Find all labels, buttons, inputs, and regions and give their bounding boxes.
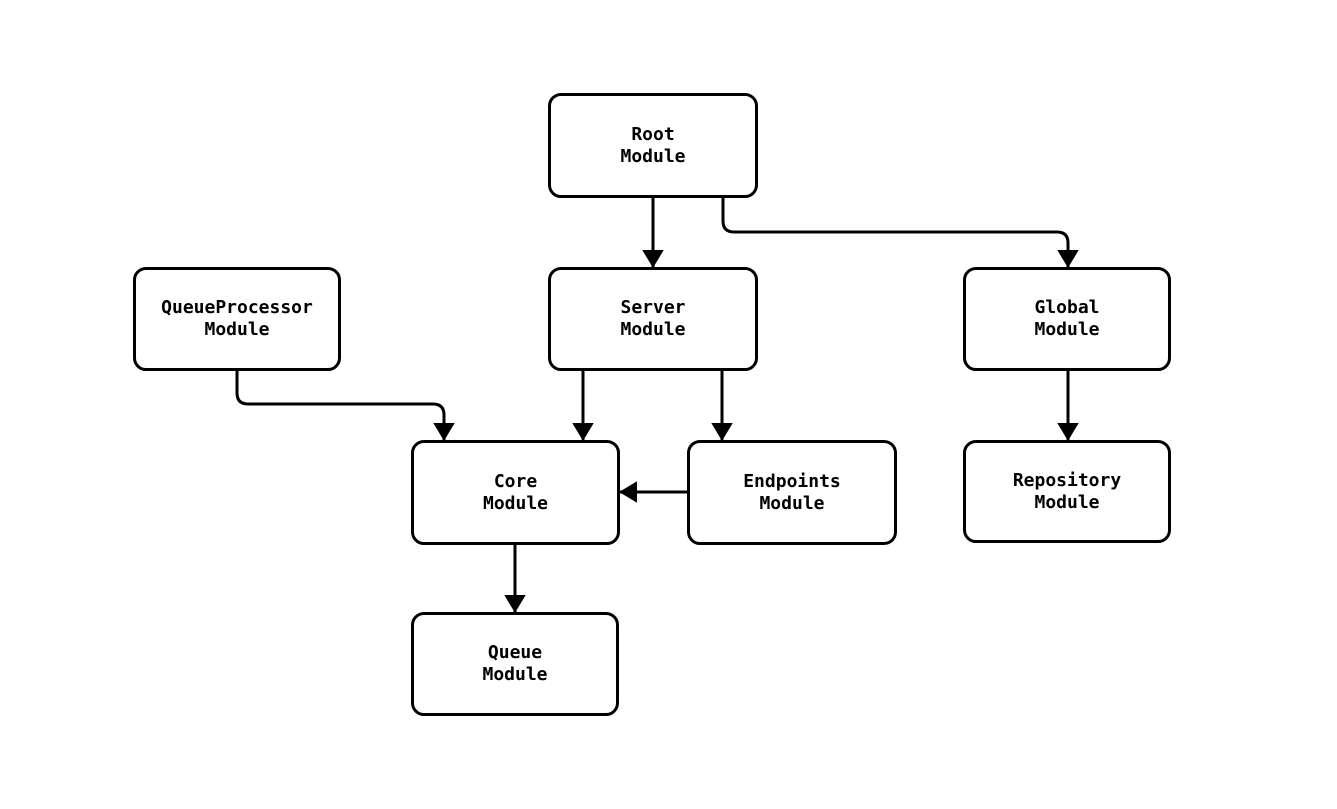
node-global-label: Global Module [1034,297,1100,340]
node-core-module: Core Module [411,440,620,545]
node-queue-label: Queue Module [482,642,548,685]
node-repository-module: Repository Module [963,440,1171,543]
node-endpoints-module: Endpoints Module [687,440,897,545]
node-root-module: Root Module [548,93,758,198]
edge-root-to-global [721,198,1079,268]
node-server-label: Server Module [620,297,686,340]
node-global-module: Global Module [963,267,1171,371]
node-queue-module: Queue Module [411,612,619,716]
node-server-module: Server Module [548,267,758,371]
node-endpoints-label: Endpoints Module [743,470,841,514]
node-queueprocessor-module: QueueProcessor Module [133,267,341,371]
node-queueprocessor-label: QueueProcessor Module [161,297,313,340]
node-repository-label: Repository Module [1012,469,1122,513]
node-core-label: Core Module [482,470,549,514]
node-root-label: Root Module [620,123,686,167]
edge-queueprocessor-to-core [235,371,455,441]
